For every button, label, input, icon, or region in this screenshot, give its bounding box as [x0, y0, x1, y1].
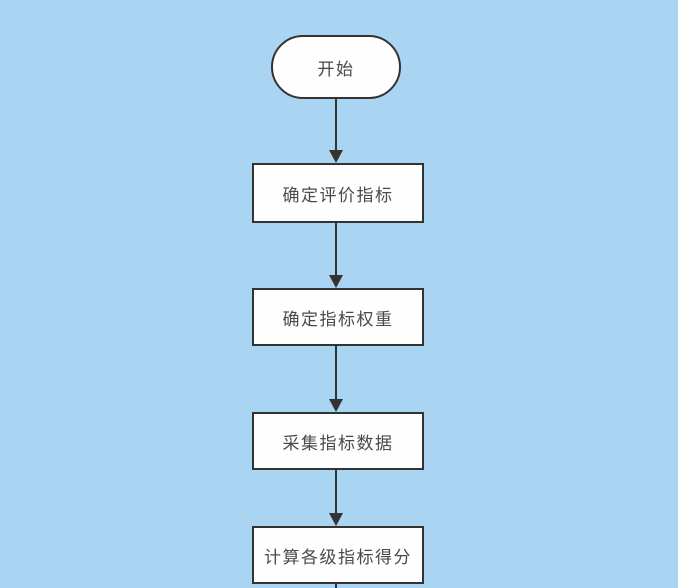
arrowhead-down-icon: [329, 275, 343, 288]
arrowhead-down-icon: [329, 399, 343, 412]
connector-line: [335, 346, 337, 401]
connector-arrow-down: [329, 99, 343, 163]
node-label: 采集指标数据: [282, 433, 394, 453]
flowchart-node-step-1: 确定评价指标: [252, 163, 424, 223]
connector-arrow-down: [329, 346, 343, 412]
node-label: 确定评价指标: [282, 185, 394, 205]
connector-line: [335, 99, 337, 152]
node-label: 计算各级指标得分: [264, 547, 412, 567]
connector-arrow-down: [329, 223, 343, 288]
flowchart-node-step-4: 计算各级指标得分: [252, 526, 424, 584]
arrowhead-down-icon: [329, 150, 343, 163]
node-label: 开始: [317, 59, 355, 79]
flowchart-node-start: 开始: [271, 35, 401, 99]
flowchart-node-step-3: 采集指标数据: [252, 412, 424, 470]
connector-line: [335, 223, 337, 277]
node-label: 确定指标权重: [282, 309, 394, 329]
connector-arrow-down: [329, 470, 343, 526]
flowchart-node-step-2: 确定指标权重: [252, 288, 424, 346]
connector-line-cutoff: [335, 584, 337, 588]
connector-line: [335, 470, 337, 515]
arrowhead-down-icon: [329, 513, 343, 526]
